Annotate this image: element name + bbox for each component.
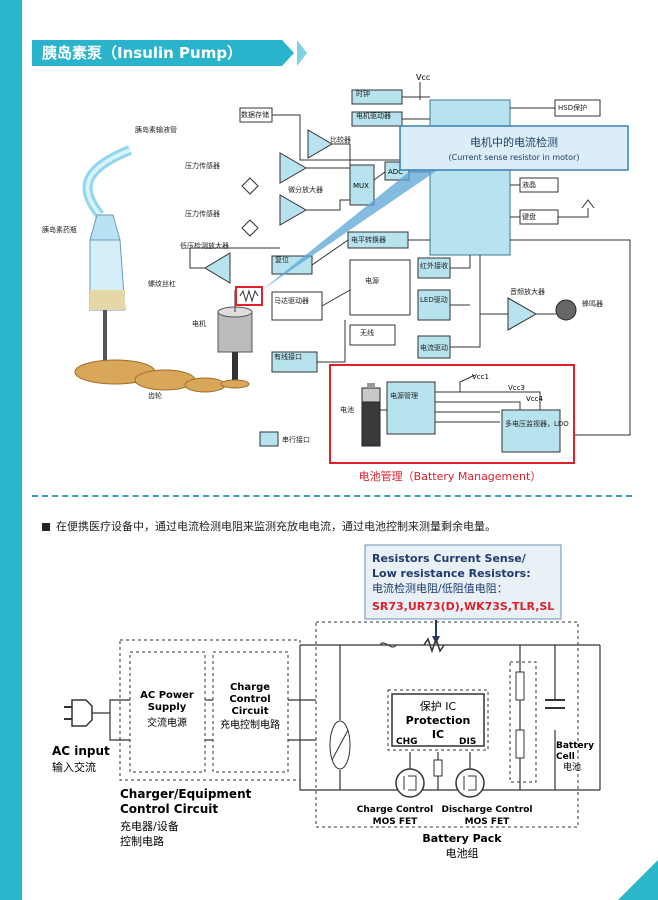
- svg-text:Vcc3: Vcc3: [508, 384, 525, 392]
- corner-accent: [618, 860, 658, 900]
- svg-text:Battery: Battery: [556, 741, 594, 751]
- insulin-pump-diagram: Vcc MUX ADC: [42, 73, 631, 483]
- svg-text:Low resistance Resistors:: Low resistance Resistors:: [372, 567, 531, 580]
- charge-mos-fet: [395, 768, 425, 798]
- svg-text:液晶: 液晶: [522, 180, 536, 189]
- battery-pack-circuit: Resistors Current Sense/ Low resistance …: [52, 544, 601, 860]
- svg-text:Circuit: Circuit: [232, 706, 269, 717]
- svg-text:电源管理: 电源管理: [390, 391, 418, 400]
- svg-text:胰岛素输液管: 胰岛素输液管: [135, 125, 177, 134]
- svg-text:Charger/Equipment: Charger/Equipment: [120, 787, 252, 801]
- svg-text:Resistors Current Sense/: Resistors Current Sense/: [372, 552, 527, 565]
- callout-cn: 电机中的电流检测: [470, 135, 558, 149]
- svg-text:MOS FET: MOS FET: [373, 817, 419, 827]
- svg-text:无线: 无线: [360, 328, 374, 337]
- svg-text:电池: 电池: [340, 405, 354, 414]
- page-title: 胰岛素泵（Insulin Pump）: [32, 40, 282, 66]
- svg-text:AC Power: AC Power: [140, 690, 194, 701]
- left-accent-stripe: [0, 0, 22, 900]
- svg-text:控制电路: 控制电路: [120, 834, 164, 848]
- ac-plug-icon: [71, 699, 93, 727]
- svg-text:压力传感器: 压力传感器: [185, 209, 220, 218]
- section-separator: [32, 495, 632, 497]
- callout-pointer: [262, 155, 445, 290]
- svg-text:Vcc4: Vcc4: [526, 395, 543, 403]
- svg-text:MUX: MUX: [353, 182, 369, 190]
- svg-text:Battery Pack: Battery Pack: [422, 832, 502, 845]
- svg-text:LED驱动: LED驱动: [420, 295, 448, 304]
- svg-text:Supply: Supply: [148, 702, 187, 713]
- svg-text:多电压监视器，LDO: 多电压监视器，LDO: [505, 419, 569, 428]
- svg-text:MOS FET: MOS FET: [465, 817, 511, 827]
- speaker-icon: [555, 299, 577, 321]
- svg-text:螺纹丝杠: 螺纹丝杠: [148, 279, 176, 288]
- title-chevron-1: [282, 40, 294, 66]
- svg-text:数据存储: 数据存储: [241, 110, 269, 119]
- power-mgmt-block: [386, 381, 436, 435]
- svg-text:Charge Control: Charge Control: [357, 805, 433, 815]
- battery-management-box: [329, 364, 575, 464]
- svg-text:齿轮: 齿轮: [148, 391, 162, 400]
- resistor-info-box: [364, 544, 562, 620]
- explanatory-note: 在便携医疗设备中，通过电流检测电阻来监测充放电电流，通过电池控制来测量剩余电量。: [42, 518, 496, 534]
- svg-text:复位: 复位: [275, 255, 289, 264]
- svg-text:交流电源: 交流电源: [147, 716, 187, 729]
- bullet-square: [42, 523, 50, 531]
- svg-text:Control: Control: [229, 694, 270, 705]
- callout-en: (Current sense resistor in motor): [449, 153, 580, 162]
- svg-text:串行接口: 串行接口: [282, 435, 310, 444]
- svg-text:键盘: 键盘: [522, 212, 536, 221]
- vcc-label: Vcc: [416, 73, 430, 82]
- svg-text:Charge: Charge: [230, 682, 270, 693]
- svg-text:微分放大器: 微分放大器: [288, 185, 323, 194]
- svg-text:电平转换器: 电平转换器: [351, 235, 386, 244]
- svg-text:AC input: AC input: [52, 744, 110, 758]
- title-chevron-2: [297, 40, 307, 66]
- svg-text:输入交流: 输入交流: [52, 760, 96, 774]
- discharge-mos-fet: [455, 768, 485, 798]
- mcu-block: [429, 99, 511, 256]
- svg-text:充电控制电路: 充电控制电路: [220, 718, 280, 731]
- svg-text:电流驱动: 电流驱动: [420, 343, 448, 352]
- monitor-block: [501, 409, 561, 453]
- svg-text:IC: IC: [432, 728, 444, 741]
- svg-text:电源: 电源: [365, 276, 379, 285]
- svg-text:充电器/设备: 充电器/设备: [120, 819, 179, 833]
- svg-text:电池组: 电池组: [446, 846, 479, 860]
- svg-text:ADC: ADC: [388, 168, 403, 176]
- gear-3: [184, 377, 226, 393]
- note-text: 在便携医疗设备中，通过电流检测电阻来监测充放电电流，通过电池控制来测量剩余电量。: [56, 520, 496, 533]
- svg-text:Discharge Control: Discharge Control: [441, 805, 532, 815]
- callout-box: [399, 125, 629, 171]
- motor: [217, 311, 253, 353]
- svg-text:Cell: Cell: [556, 752, 575, 762]
- svg-text:胰岛素药瓶: 胰岛素药瓶: [42, 225, 77, 234]
- battery-management-label: 电池管理（Battery Management）: [359, 469, 542, 483]
- svg-text:电机: 电机: [192, 319, 206, 328]
- svg-text:有线接口: 有线接口: [274, 352, 302, 361]
- svg-text:电池: 电池: [563, 761, 581, 773]
- svg-text:SR73,UR73(D),WK73S,TLR,SL: SR73,UR73(D),WK73S,TLR,SL: [372, 600, 554, 613]
- svg-text:红外接收: 红外接收: [420, 261, 448, 270]
- svg-text:压力传感器: 压力传感器: [185, 161, 220, 170]
- svg-text:电流检测电阻/低阻值电阻：: 电流检测电阻/低阻值电阻：: [372, 581, 508, 595]
- svg-text:时钟: 时钟: [356, 89, 370, 98]
- svg-text:保护 IC: 保护 IC: [420, 699, 457, 713]
- svg-text:音频放大器: 音频放大器: [510, 287, 545, 296]
- svg-text:蜂鸣器: 蜂鸣器: [582, 299, 603, 308]
- svg-text:Vcc1: Vcc1: [472, 373, 489, 381]
- sense-resistor: [423, 636, 445, 654]
- svg-text:马达驱动器: 马达驱动器: [274, 296, 309, 305]
- svg-text:比较器: 比较器: [330, 135, 351, 144]
- mux-block: [349, 164, 375, 206]
- svg-text:Control Circuit: Control Circuit: [120, 802, 218, 816]
- svg-text:HSD保护: HSD保护: [558, 103, 587, 112]
- protection-ic: [391, 693, 485, 747]
- svg-text:Protection: Protection: [406, 714, 471, 727]
- svg-text:CHG: CHG: [396, 737, 418, 747]
- svg-text:电机驱动器: 电机驱动器: [356, 111, 391, 120]
- svg-text:低压检测放大器: 低压检测放大器: [180, 241, 229, 250]
- svg-text:DIS: DIS: [459, 737, 476, 747]
